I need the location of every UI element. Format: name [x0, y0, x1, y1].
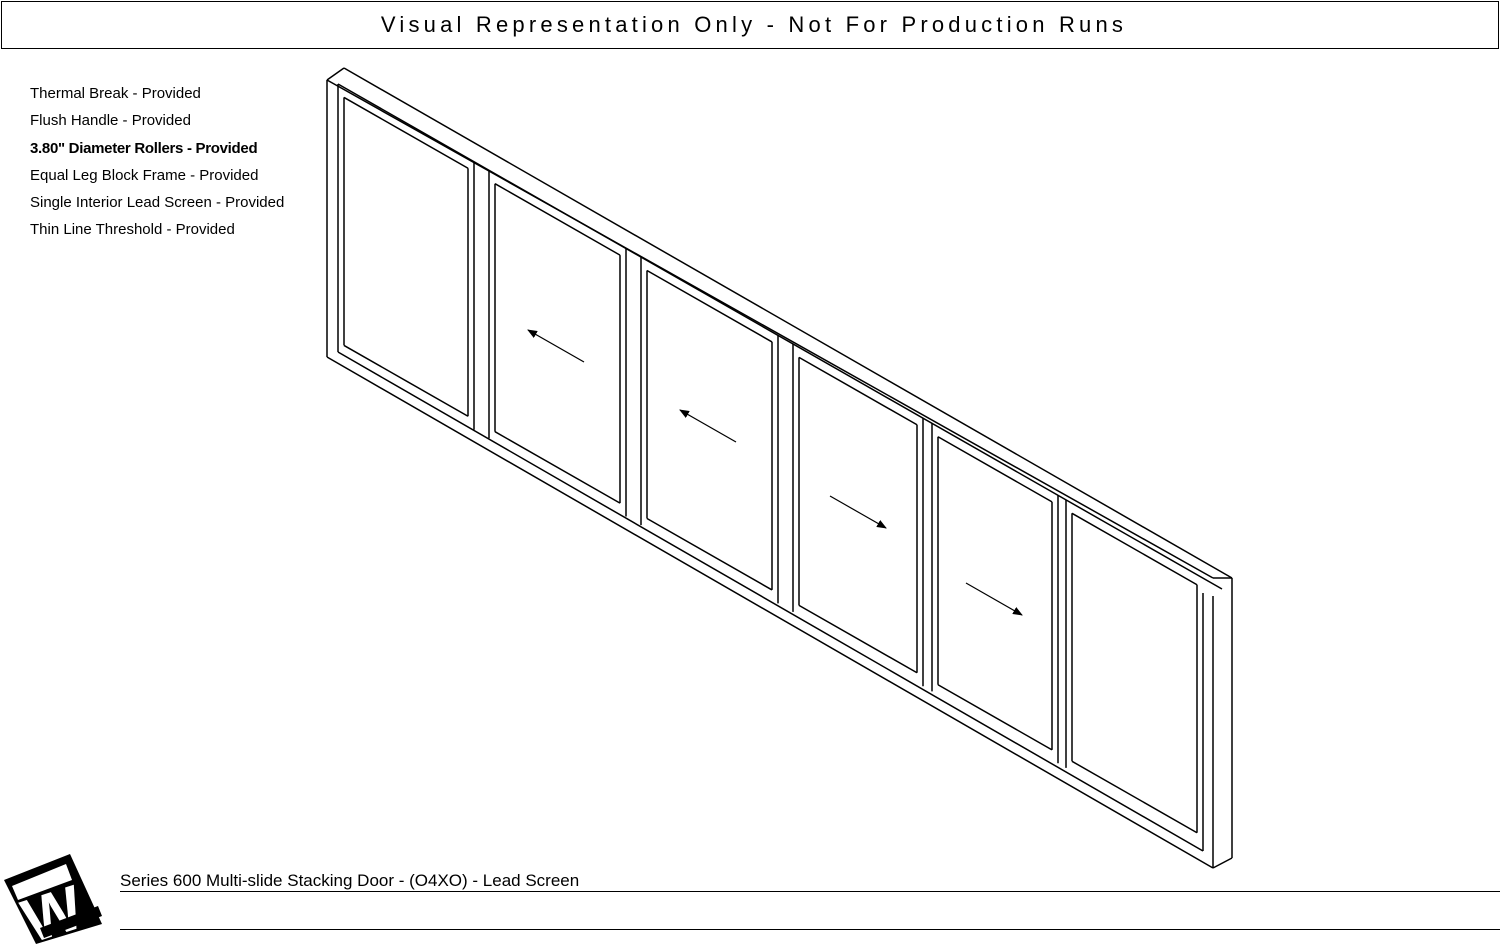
panel-2-glass-bottom	[494, 431, 621, 504]
feature-item-lead-screen: Single Interior Lead Screen - Provided	[30, 194, 285, 212]
feature-item-thermal-break: Thermal Break - Provided	[30, 85, 201, 102]
frame-sill-inner	[337, 351, 1204, 852]
panel-6-glass-bottom	[1071, 760, 1198, 834]
door-frame	[326, 67, 1233, 869]
title-rule-top	[120, 891, 1500, 892]
title-rule-bottom	[120, 929, 1500, 930]
frame-head-front	[326, 79, 1214, 579]
panel-4-glass-top	[798, 356, 918, 426]
panel-4-glass-bottom	[798, 604, 918, 674]
panel-4-arrow-right-icon	[829, 495, 887, 529]
panel-5-glass-bottom	[937, 684, 1053, 751]
feature-item-rollers: 3.80" Diameter Rollers - Provided	[30, 139, 258, 157]
feature-item-flush-handle: Flush Handle - Provided	[30, 112, 191, 130]
feature-item-block-frame: Equal Leg Block Frame - Provided	[30, 166, 259, 184]
panel-3-glass-bottom	[646, 517, 773, 591]
panel-1-glass-top	[343, 96, 469, 169]
panel-5-arrow-right-icon	[965, 582, 1023, 616]
product-title: Series 600 Multi-slide Stacking Door - (…	[120, 871, 580, 890]
frame-corner-top-left	[326, 67, 345, 81]
frame-corner-bottom-right	[1212, 857, 1233, 869]
frame-sill-front	[326, 356, 1214, 869]
panel-3-arrow-left-icon	[679, 409, 737, 443]
panel-3-glass-top	[646, 269, 773, 343]
disclaimer-text: Visual Representation Only - Not For Pro…	[380, 12, 1128, 37]
panel-1-glass-bottom	[343, 344, 469, 417]
feature-item-threshold: Thin Line Threshold - Provided	[30, 221, 235, 239]
disclaimer-banner: Visual Representation Only - Not For Pro…	[1, 1, 1499, 49]
panel-2-arrow-left-icon	[527, 329, 585, 363]
panel-2-glass-top	[494, 183, 621, 256]
company-logo-icon: W	[4, 854, 102, 946]
feature-list: Thermal Break - Provided Flush Handle - …	[30, 85, 284, 249]
frame-head-inner	[337, 83, 1223, 590]
frame-head-back	[343, 67, 1233, 579]
panel-6-glass-top	[1071, 512, 1198, 586]
panel-5-glass-top	[937, 436, 1053, 503]
